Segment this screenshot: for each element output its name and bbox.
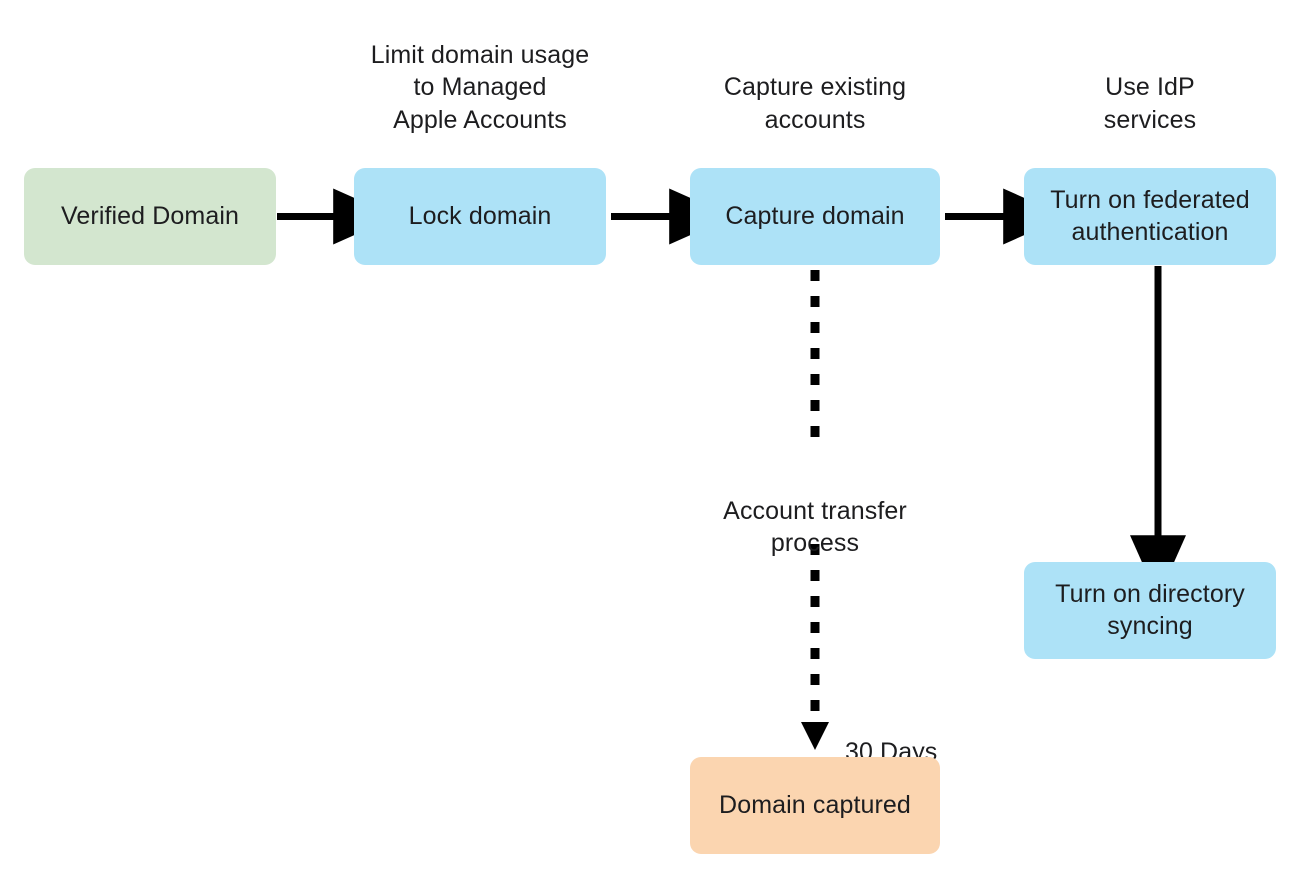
node-domain-captured[interactable]: Domain captured [690,757,940,854]
node-capture-domain-label: Capture domain [725,201,905,230]
node-domain-captured-label: Domain captured [719,790,911,819]
caption-capture-domain-text: Capture existing accounts [723,73,907,134]
caption-capture-domain: Capture existing accounts [665,28,965,136]
node-turn-on-federated-authentication-label: Turn on federated authentication [1050,186,1250,246]
node-turn-on-directory-syncing-label: Turn on directory syncing [1055,580,1245,640]
node-turn-on-directory-syncing[interactable]: Turn on directory syncing [1024,562,1276,659]
caption-federated-authentication: Use IdP services [1000,28,1296,136]
node-capture-domain[interactable]: Capture domain [690,168,940,265]
edge-label-account-transfer-process-text: Account transfer process [723,496,907,558]
dashed-connector-arrowhead [801,722,829,750]
node-verified-domain[interactable]: Verified Domain [24,168,276,265]
caption-lock-domain: Limit domain usage to Managed Apple Acco… [330,28,630,136]
caption-lock-domain-text: Limit domain usage to Managed Apple Acco… [370,40,590,134]
edge-label-account-transfer-process: Account transfer process [665,462,965,560]
node-lock-domain-label: Lock domain [408,201,552,230]
node-verified-domain-label: Verified Domain [61,201,239,230]
caption-federated-authentication-text: Use IdP services [1103,73,1197,134]
node-lock-domain[interactable]: Lock domain [354,168,606,265]
node-turn-on-federated-authentication[interactable]: Turn on federated authentication [1024,168,1276,265]
